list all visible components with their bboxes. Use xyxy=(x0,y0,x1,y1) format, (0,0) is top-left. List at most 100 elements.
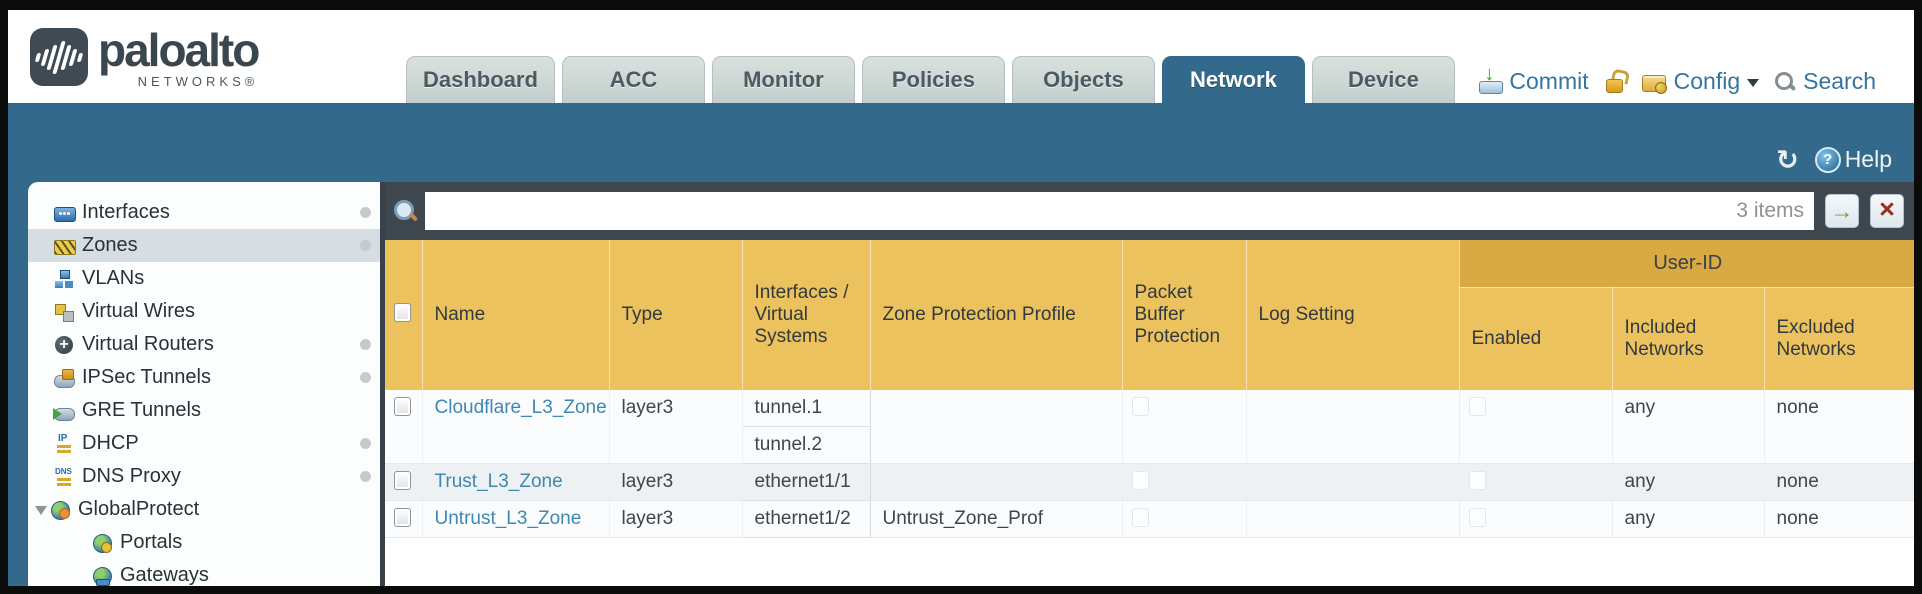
tab-dashboard[interactable]: Dashboard xyxy=(406,56,555,103)
zones-table: Name Type Interfaces / Virtual Systems Z… xyxy=(385,240,1914,538)
select-all-checkbox[interactable] xyxy=(394,302,411,322)
sidebar-item-globalprotect[interactable]: GlobalProtect xyxy=(28,493,380,526)
packet-buffer-checkbox[interactable] xyxy=(1131,471,1149,490)
config-menu-button[interactable]: Config xyxy=(1641,68,1760,95)
chevron-down-icon xyxy=(1747,78,1760,93)
dns-proxy-icon xyxy=(54,467,74,487)
virtual-routers-icon xyxy=(54,335,74,355)
zone-interface: tunnel.1 xyxy=(741,390,871,427)
apply-filter-button[interactable]: → xyxy=(1825,194,1859,228)
sidebar-item-ipsec-tunnels[interactable]: IPSec Tunnels xyxy=(28,361,380,394)
status-dot xyxy=(360,240,371,251)
sidebar-item-virtual-wires[interactable]: Virtual Wires xyxy=(28,295,380,328)
tab-acc[interactable]: ACC xyxy=(561,56,705,103)
refresh-icon[interactable]: ↻ xyxy=(1776,144,1799,175)
commit-label: Commit xyxy=(1509,68,1589,94)
col-header-zone-protection-profile[interactable]: Zone Protection Profile xyxy=(870,240,1123,390)
sidebar-item-gre-tunnels[interactable]: GRE Tunnels xyxy=(28,394,380,427)
zone-interface: tunnel.2 xyxy=(741,426,871,464)
sidebar-item-vlans[interactable]: VLANs xyxy=(28,262,380,295)
user-id-enabled-checkbox[interactable] xyxy=(1468,471,1486,490)
teal-band: ↻ Help xyxy=(8,103,1914,182)
tab-monitor[interactable]: Monitor xyxy=(711,56,855,103)
select-all-header xyxy=(385,240,423,390)
paloalto-logo: paloalto NETWORKS® xyxy=(30,24,260,89)
commit-button[interactable]: Commit xyxy=(1478,63,1589,95)
filter-strip: 3 items → × xyxy=(385,182,1914,240)
col-header-type[interactable]: Type xyxy=(609,240,743,390)
unlock-icon[interactable] xyxy=(1604,70,1626,94)
config-icon xyxy=(1641,70,1667,94)
top-bar: paloalto NETWORKS® Dashboard ACC Monitor… xyxy=(8,10,1914,103)
included-networks: any xyxy=(1612,500,1765,538)
clear-filter-button[interactable]: × xyxy=(1870,194,1904,228)
excluded-networks: none xyxy=(1764,390,1914,464)
sidebar-item-gateways[interactable]: Gateways xyxy=(28,559,380,586)
search-icon xyxy=(1774,71,1796,93)
log-setting xyxy=(1246,390,1460,464)
col-header-included-networks[interactable]: Included Networks xyxy=(1612,287,1765,390)
content-pane: 3 items → × xyxy=(385,182,1914,586)
sidebar-item-zones[interactable]: Zones xyxy=(28,229,380,262)
zone-type: layer3 xyxy=(609,390,743,464)
main-tabs: Dashboard ACC Monitor Policies Objects N… xyxy=(406,56,1455,103)
vlans-icon xyxy=(54,269,74,289)
col-header-log-setting[interactable]: Log Setting xyxy=(1246,240,1460,390)
zone-type: layer3 xyxy=(609,463,743,501)
user-id-enabled-checkbox[interactable] xyxy=(1468,508,1486,527)
top-actions: Commit Config Search xyxy=(1478,63,1876,95)
col-header-packet-buffer-protection[interactable]: Packet Buffer Protection xyxy=(1122,240,1247,390)
row-checkbox[interactable] xyxy=(394,471,411,490)
packet-buffer-checkbox[interactable] xyxy=(1131,508,1149,527)
paloalto-logo-icon xyxy=(30,28,88,86)
help-button[interactable]: Help xyxy=(1814,146,1892,173)
user-id-enabled-checkbox[interactable] xyxy=(1468,397,1486,416)
gre-tunnels-icon xyxy=(53,401,75,421)
sidebar-item-dhcp[interactable]: DHCP xyxy=(28,427,380,460)
excluded-networks: none xyxy=(1764,500,1914,538)
gateways-icon xyxy=(92,566,112,586)
zone-protection-profile xyxy=(870,463,1123,501)
ipsec-tunnels-icon xyxy=(54,368,75,388)
status-dot xyxy=(360,339,371,350)
excluded-networks: none xyxy=(1764,463,1914,501)
interfaces-icon xyxy=(54,203,76,223)
help-icon xyxy=(1814,146,1841,173)
sidebar-item-portals[interactable]: Portals xyxy=(28,526,380,559)
tab-policies[interactable]: Policies xyxy=(861,56,1005,103)
config-label: Config xyxy=(1673,68,1741,94)
sidebar-item-dns-proxy[interactable]: DNS Proxy xyxy=(28,460,380,493)
row-checkbox[interactable] xyxy=(394,508,411,527)
tab-network[interactable]: Network xyxy=(1161,56,1305,103)
filter-box: 3 items xyxy=(425,192,1814,230)
table-row: tunnel.2 xyxy=(385,426,1914,464)
search-button[interactable]: Search xyxy=(1774,68,1876,95)
green-arrow-icon: → xyxy=(1830,197,1854,224)
included-networks: any xyxy=(1612,390,1765,464)
filter-input[interactable] xyxy=(425,192,1737,230)
col-header-enabled[interactable]: Enabled xyxy=(1459,287,1613,390)
col-header-interfaces[interactable]: Interfaces / Virtual Systems xyxy=(742,240,871,390)
tab-device[interactable]: Device xyxy=(1311,56,1455,103)
table-row: Trust_L3_Zone layer3 ethernet1/1 any non… xyxy=(385,463,1914,501)
sidebar-item-virtual-routers[interactable]: Virtual Routers xyxy=(28,328,380,361)
col-header-name[interactable]: Name xyxy=(422,240,610,390)
sidebar-item-interfaces[interactable]: Interfaces xyxy=(28,196,380,229)
logo-text: paloalto NETWORKS® xyxy=(98,24,260,89)
sidebar: Interfaces Zones VLANs Virtual Wires xyxy=(28,182,380,586)
zone-link[interactable]: Trust_L3_Zone xyxy=(434,471,563,492)
zone-link[interactable]: Cloudflare_L3_Zone xyxy=(434,397,607,418)
band-actions: ↻ Help xyxy=(1776,146,1892,173)
table-row: Cloudflare_L3_Zone layer3 tunnel.1 any n… xyxy=(385,390,1914,464)
status-dot xyxy=(360,372,371,383)
app-window: paloalto NETWORKS® Dashboard ACC Monitor… xyxy=(8,10,1914,586)
status-dot xyxy=(360,471,371,482)
zone-link[interactable]: Untrust_L3_Zone xyxy=(434,508,582,529)
packet-buffer-checkbox[interactable] xyxy=(1131,397,1149,416)
tab-objects[interactable]: Objects xyxy=(1011,56,1155,103)
dhcp-icon xyxy=(54,433,74,454)
expand-triangle-icon[interactable] xyxy=(35,505,47,521)
red-x-icon: × xyxy=(1879,194,1895,224)
row-checkbox[interactable] xyxy=(394,397,411,416)
col-header-excluded-networks[interactable]: Excluded Networks xyxy=(1764,287,1914,390)
